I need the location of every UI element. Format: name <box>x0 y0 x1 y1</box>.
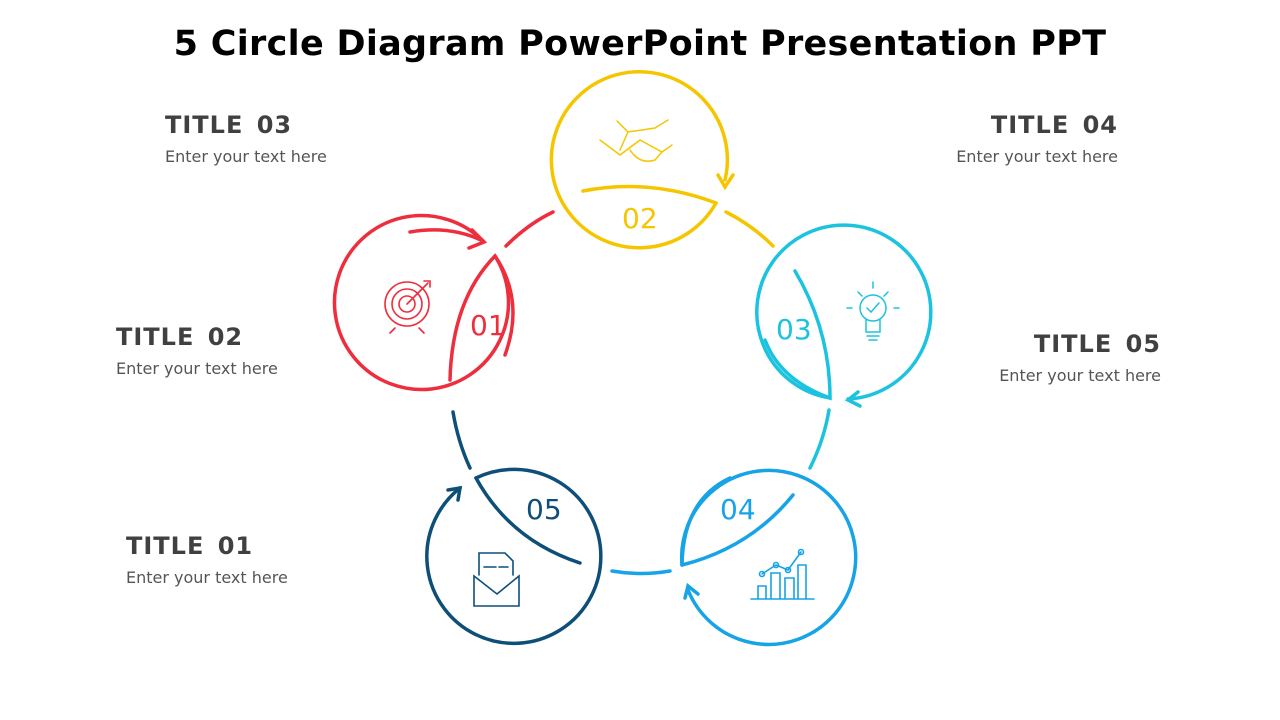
step-circle-05: 05 <box>425 467 603 646</box>
block-heading: TITLE 01 <box>126 532 254 560</box>
text-block-title-05: TITLE 05 Enter your text here <box>901 330 1161 385</box>
step-number-04: 04 <box>720 493 756 526</box>
slide-title: 5 Circle Diagram PowerPoint Presentation… <box>173 24 1107 64</box>
step-circle-01: 01 <box>332 213 515 392</box>
connector-arc-05-01 <box>451 410 472 470</box>
step-number-05: 05 <box>526 493 562 526</box>
step-circle-02: 02 <box>549 70 735 250</box>
text-block-title-02: TITLE 02 Enter your text here <box>116 323 376 378</box>
bar-chart-icon <box>750 548 815 600</box>
connector-arc-02-03 <box>724 210 775 248</box>
block-heading: TITLE 02 <box>116 323 244 351</box>
text-block-title-01: TITLE 01 Enter your text here <box>126 532 386 587</box>
connector-arc-03-04 <box>808 408 831 470</box>
text-block-title-03: TITLE 03 Enter your text here <box>165 111 425 166</box>
step-number-03: 03 <box>776 313 812 346</box>
block-text: Enter your text here <box>126 568 288 587</box>
arrow-head-icon <box>844 390 862 408</box>
block-text: Enter your text here <box>956 147 1118 166</box>
arrow-head-icon <box>446 485 463 502</box>
connector-arc-01-02 <box>504 210 555 248</box>
block-text: Enter your text here <box>116 359 278 378</box>
step-number-02: 02 <box>622 202 658 235</box>
target-icon <box>384 280 431 334</box>
lightbulb-icon <box>846 281 900 341</box>
arrow-head-icon <box>683 582 700 600</box>
block-heading: TITLE 04 <box>990 111 1118 139</box>
block-heading: TITLE 03 <box>165 111 293 139</box>
block-heading: TITLE 05 <box>1033 330 1161 358</box>
block-text: Enter your text here <box>165 147 327 166</box>
step-circle-03: 03 <box>755 223 933 408</box>
handshake-icon <box>599 119 673 162</box>
block-text: Enter your text here <box>999 366 1161 385</box>
envelope-icon <box>473 552 520 607</box>
connector-arc-04-05 <box>610 569 672 576</box>
step-circle-04: 04 <box>679 468 858 647</box>
step-number-01: 01 <box>470 309 506 342</box>
arrow-head-icon <box>716 173 735 191</box>
text-block-title-04: TITLE 04 Enter your text here <box>858 111 1118 166</box>
